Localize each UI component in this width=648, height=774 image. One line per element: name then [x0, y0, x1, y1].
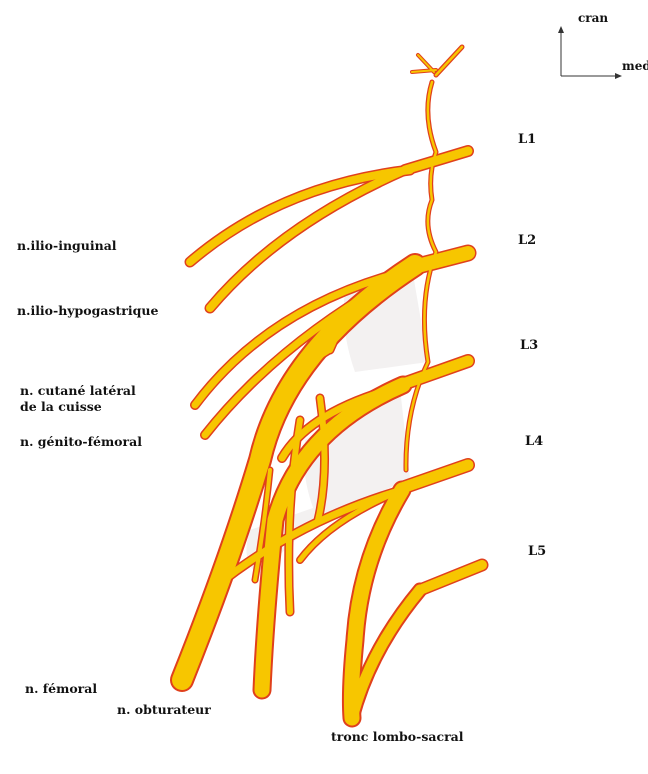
l5-root [420, 565, 482, 590]
label-femoral: n. fémoral [25, 681, 97, 697]
l4-root [402, 465, 468, 488]
label-ilio-hypogastrique: n.ilio-hypogastrique [17, 303, 158, 319]
label-ilio-inguinal: n.ilio-inguinal [17, 238, 117, 254]
medial-label: med [622, 58, 648, 74]
nerve-outlines [182, 47, 482, 718]
label-tronc-lombo-sacral: tronc lombo-sacral [331, 729, 464, 745]
label-genito-femoral: n. génito-fémoral [20, 434, 142, 450]
cranial-label: cran [578, 10, 608, 26]
root-label-l5: L5 [528, 544, 546, 560]
root-label-l3: L3 [520, 338, 538, 354]
label-cutane-lateral-line1: n. cutané latéral [20, 383, 136, 399]
root-label-l1: L1 [518, 132, 536, 148]
root-label-l2: L2 [518, 233, 536, 249]
label-cutane-lateral-line2: de la cuisse [20, 399, 102, 415]
label-obturateur: n. obturateur [117, 702, 211, 718]
l3-root [403, 361, 468, 384]
orientation-axes [558, 26, 622, 79]
root-label-l4: L4 [525, 434, 543, 450]
